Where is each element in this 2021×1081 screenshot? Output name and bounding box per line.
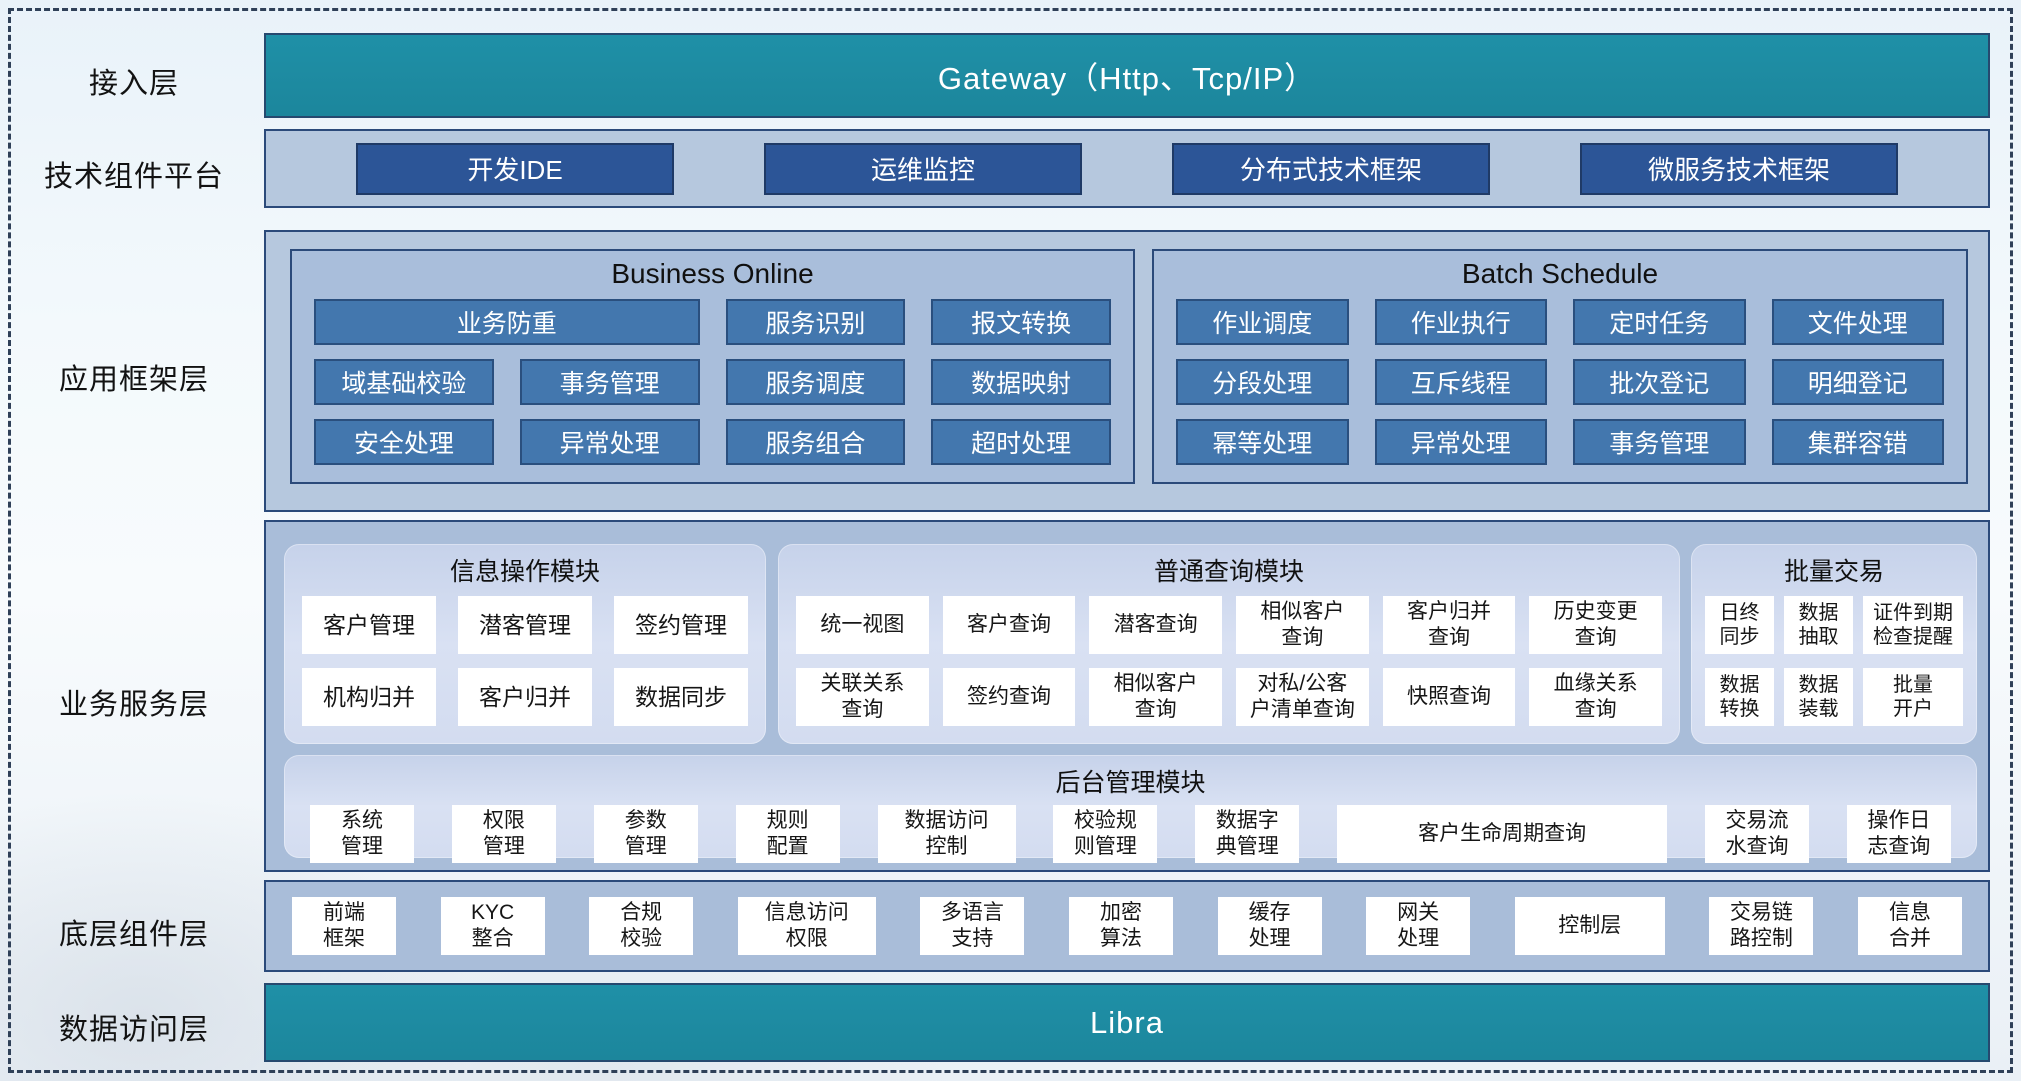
- query-item: 历史变更 查询: [1529, 596, 1662, 654]
- base-item: KYC 整合: [440, 897, 545, 955]
- tech-item-ops-monitor: 运维监控: [764, 142, 1082, 195]
- bs-item: 异常处理: [1374, 419, 1547, 465]
- admin-item: 系统 管理: [310, 805, 414, 863]
- base-item: 多语言 支持: [920, 897, 1025, 955]
- bs-item: 文件处理: [1771, 299, 1944, 345]
- batch-trade-title: 批量交易: [1783, 558, 1884, 586]
- gateway-band: Gateway（Http、Tcp/IP）: [264, 33, 1990, 118]
- layer-label-biz-service: 业务服务层: [58, 689, 209, 721]
- bo-item: 报文转换: [931, 299, 1111, 345]
- bo-item: 服务调度: [725, 359, 906, 405]
- info-item: 签约管理: [614, 596, 748, 654]
- batch-schedule-title: Batch Schedule: [1461, 258, 1659, 289]
- query-item: 血缘关系 查询: [1529, 668, 1662, 726]
- layer-label-access: 接入层: [88, 68, 179, 100]
- query-item: 快照查询: [1382, 668, 1516, 726]
- layer-label-app-framework: 应用框架层: [58, 364, 209, 396]
- tech-item-ide: 开发IDE: [356, 142, 674, 195]
- bo-item: 异常处理: [519, 419, 700, 465]
- admin-module-panel: 后台管理模块 系统 管理 权限 管理 参数 管理 规则 配置 数据访问 控制 校…: [284, 755, 1977, 863]
- admin-item: 参数 管理: [593, 805, 698, 863]
- admin-item: 客户生命周期查询: [1337, 805, 1668, 863]
- base-item: 缓存 处理: [1217, 897, 1322, 955]
- base-item: 信息 合并: [1857, 897, 1962, 955]
- bo-item: 域基础校验: [314, 359, 494, 405]
- batch-trade-item: 批量 开户: [1862, 668, 1963, 726]
- query-item: 统一视图: [796, 596, 929, 654]
- batch-trade-item: 数据 抽取: [1783, 596, 1853, 654]
- bo-item: 事务管理: [519, 359, 700, 405]
- layer-label-base-comp: 底层组件层: [58, 919, 209, 951]
- admin-item: 操作日 志查询: [1846, 805, 1951, 863]
- bs-item: 事务管理: [1573, 419, 1746, 465]
- batch-trade-panel: 批量交易 日终 同步 数据 抽取 证件到期 检查提醒 数据 转换 数据 装载 批…: [1691, 544, 1977, 744]
- query-module-title: 普通查询模块: [1153, 558, 1304, 586]
- base-item: 网关 处理: [1366, 897, 1471, 955]
- query-item: 签约查询: [942, 668, 1076, 726]
- base-item: 前端 框架: [292, 897, 396, 955]
- bo-item: 服务识别: [725, 299, 906, 345]
- business-online-title: Business Online: [611, 258, 814, 289]
- admin-item: 校验规 则管理: [1053, 805, 1158, 863]
- app-framework-container: Business Online 业务防重 服务识别 报文转换 域基础校验 事务管…: [264, 230, 1990, 512]
- bs-item: 集群容错: [1771, 419, 1944, 465]
- bs-item: 作业执行: [1374, 299, 1547, 345]
- query-item: 潜客查询: [1089, 596, 1222, 654]
- bs-item: 明细登记: [1771, 359, 1944, 405]
- base-item: 控制层: [1514, 897, 1665, 955]
- admin-item: 权限 管理: [451, 805, 556, 863]
- batch-trade-item: 数据 转换: [1705, 668, 1774, 726]
- info-module-panel: 信息操作模块 客户管理 潜客管理 签约管理 机构归并 客户归并 数据同步: [284, 544, 766, 744]
- bs-item: 定时任务: [1573, 299, 1746, 345]
- biz-service-container: 信息操作模块 客户管理 潜客管理 签约管理 机构归并 客户归并 数据同步 普通查…: [264, 520, 1990, 872]
- info-item: 客户归并: [458, 668, 592, 726]
- query-item: 对私/公客 户清单查询: [1236, 668, 1369, 726]
- bo-item: 数据映射: [931, 359, 1111, 405]
- libra-title: Libra: [1090, 1004, 1164, 1040]
- bs-item: 作业调度: [1176, 299, 1349, 345]
- business-online-panel: Business Online 业务防重 服务识别 报文转换 域基础校验 事务管…: [290, 249, 1135, 484]
- bo-item: 业务防重: [314, 299, 700, 345]
- info-item: 客户管理: [302, 596, 436, 654]
- batch-schedule-panel: Batch Schedule 作业调度 作业执行 定时任务 文件处理 分段处理 …: [1152, 249, 1968, 484]
- query-item: 客户归并 查询: [1382, 596, 1516, 654]
- batch-trade-item: 数据 装载: [1783, 668, 1853, 726]
- query-item: 相似客户 查询: [1089, 668, 1222, 726]
- bo-item: 服务组合: [725, 419, 906, 465]
- libra-band: Libra: [264, 983, 1990, 1062]
- base-item: 交易链 路控制: [1709, 897, 1814, 955]
- layer-label-tech-platform: 技术组件平台: [43, 161, 224, 193]
- info-item: 潜客管理: [458, 596, 592, 654]
- base-components-container: 前端 框架 KYC 整合 合规 校验 信息访问 权限 多语言 支持 加密 算法 …: [264, 880, 1990, 972]
- admin-item: 交易流 水查询: [1705, 805, 1809, 863]
- query-item: 相似客户 查询: [1236, 596, 1369, 654]
- info-module-title: 信息操作模块: [449, 558, 600, 586]
- batch-trade-item: 证件到期 检查提醒: [1862, 596, 1963, 654]
- base-item: 信息访问 权限: [737, 897, 876, 955]
- tech-platform-container: 开发IDE 运维监控 分布式技术框架 微服务技术框架: [264, 129, 1990, 208]
- base-item: 合规 校验: [589, 897, 694, 955]
- query-module-panel: 普通查询模块 统一视图 客户查询 潜客查询 相似客户 查询 客户归并 查询 历史…: [778, 544, 1680, 744]
- gateway-title: Gateway（Http、Tcp/IP）: [937, 61, 1317, 96]
- layer-label-data-access: 数据访问层: [58, 1014, 209, 1046]
- query-item: 关联关系 查询: [796, 668, 929, 726]
- bs-item: 批次登记: [1573, 359, 1746, 405]
- bs-item: 幂等处理: [1176, 419, 1349, 465]
- admin-module-title: 后台管理模块: [1055, 769, 1206, 797]
- admin-item: 数据字 典管理: [1195, 805, 1300, 863]
- bs-item: 分段处理: [1176, 359, 1349, 405]
- bs-item: 互斥线程: [1374, 359, 1547, 405]
- info-item: 机构归并: [302, 668, 436, 726]
- info-item: 数据同步: [614, 668, 748, 726]
- base-item: 加密 算法: [1068, 897, 1173, 955]
- admin-item: 数据访问 控制: [877, 805, 1016, 863]
- admin-item: 规则 配置: [735, 805, 840, 863]
- bo-item: 安全处理: [314, 419, 494, 465]
- batch-trade-item: 日终 同步: [1705, 596, 1774, 654]
- tech-item-microservice: 微服务技术框架: [1580, 142, 1898, 195]
- query-item: 客户查询: [942, 596, 1076, 654]
- bo-item: 超时处理: [931, 419, 1111, 465]
- tech-item-distributed: 分布式技术框架: [1172, 142, 1490, 195]
